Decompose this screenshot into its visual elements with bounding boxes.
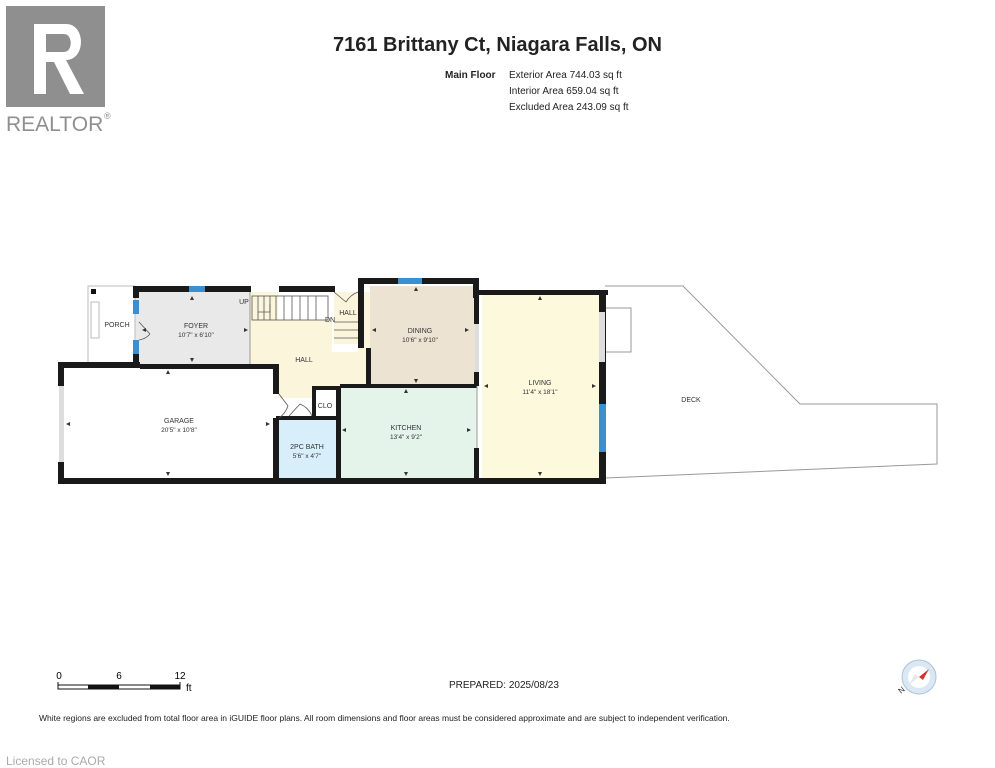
hall-upper-label: HALL	[339, 310, 357, 317]
bath-label: 2PC BATH	[290, 444, 324, 451]
dining-label: DINING	[408, 328, 433, 335]
doors	[138, 291, 359, 419]
bath-fill	[278, 420, 336, 478]
dining-fill	[370, 286, 477, 386]
kitchen-dims: 13'4" x 9'2"	[390, 434, 423, 441]
kitchen-label: KITCHEN	[391, 425, 422, 432]
stairs-up-label: UP	[239, 299, 249, 306]
exterior-area: Exterior Area 744.03 sq ft	[509, 70, 622, 81]
hall-lower-label: HALL	[295, 357, 313, 364]
stairs-down-label: DN	[325, 317, 335, 324]
scale-tick-6: 6	[116, 671, 122, 682]
foyer-dims: 10'7" x 6'10"	[178, 332, 214, 339]
prepared-date: PREPARED: 2025/08/23	[449, 680, 559, 691]
scale-tick-12: 12	[174, 671, 186, 682]
deck-label: DECK	[681, 397, 701, 404]
scale-tick-0: 0	[56, 671, 62, 682]
scale-unit: ft	[186, 683, 192, 694]
closet-label: CLO	[318, 403, 333, 410]
bath-dims: 5'6" x 4'7"	[293, 453, 322, 460]
stairs	[251, 295, 358, 339]
kitchen-fill	[340, 386, 477, 478]
realtor-logo-text: REALTOR	[6, 113, 103, 136]
foyer-fill	[135, 292, 250, 364]
interior-lines	[249, 292, 478, 448]
garage-dims: 20'5" x 10'8"	[161, 427, 197, 434]
excluded-area: Excluded Area 243.09 sq ft	[509, 102, 629, 113]
porch-post	[91, 289, 96, 294]
garage-label: GARAGE	[164, 418, 194, 425]
floor-label: Main Floor	[445, 70, 496, 81]
dim-arrows	[66, 287, 596, 476]
realtor-logo-icon: REALTOR ®	[6, 6, 111, 136]
glass-doors	[59, 312, 605, 462]
living-dims: 11'4" x 18'1"	[522, 389, 558, 396]
porch-step	[90, 301, 100, 339]
dining-dims: 10'6" x 9'10"	[402, 337, 438, 344]
floor-plan: PORCH FOYER 10'7" x 6'10" UP DN HALL HAL…	[58, 278, 938, 484]
hall-fill	[250, 292, 370, 398]
scale-bar: 0 6 12 ft	[56, 671, 192, 694]
license-text: Licensed to CAOR	[6, 754, 106, 768]
windows	[133, 278, 606, 452]
realtor-logo: REALTOR ®	[6, 6, 116, 136]
disclaimer: White regions are excluded from total fl…	[39, 713, 730, 723]
compass-icon: N	[897, 659, 937, 696]
foyer-label: FOYER	[184, 323, 208, 330]
interior-area: Interior Area 659.04 sq ft	[509, 86, 619, 97]
living-fill	[482, 292, 603, 478]
living-label: LIVING	[529, 380, 552, 387]
page-title: 7161 Brittany Ct, Niagara Falls, ON	[332, 34, 662, 56]
porch-label: PORCH	[104, 322, 129, 329]
compass-north-label: N	[897, 685, 907, 696]
deck-outline	[604, 285, 938, 479]
realtor-logo-mark: ®	[104, 111, 111, 121]
deck-step	[604, 307, 632, 353]
